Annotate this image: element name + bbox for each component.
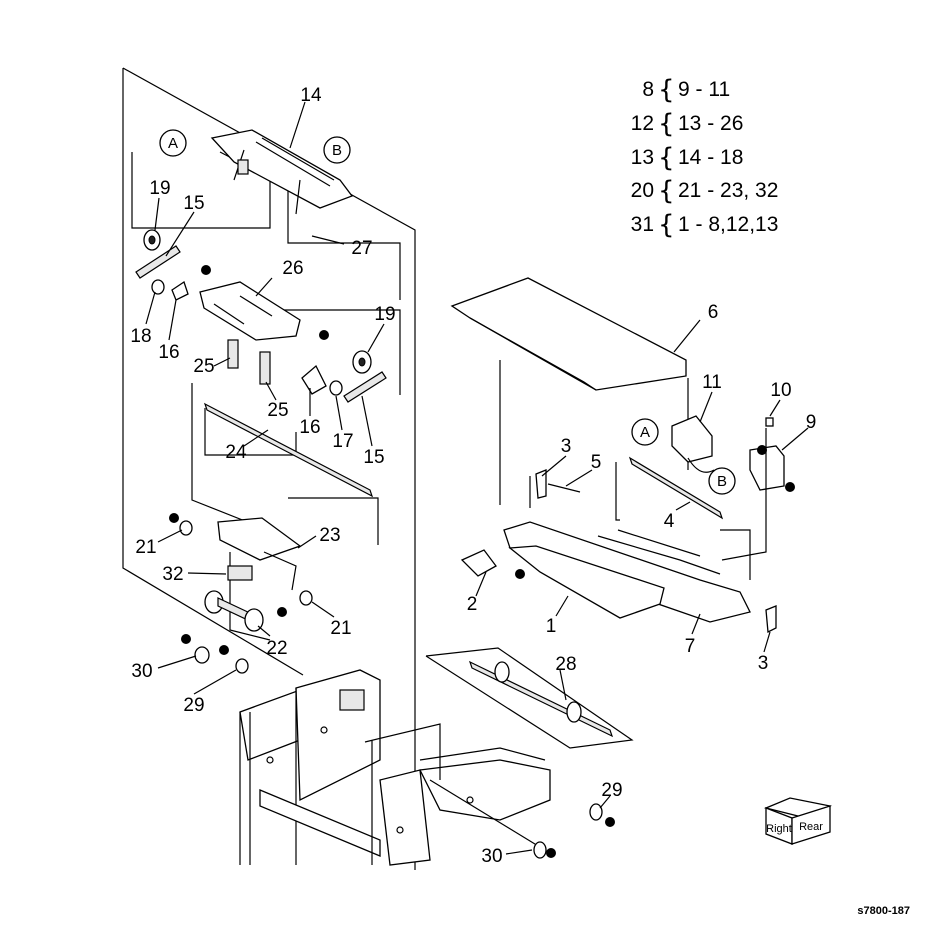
callout-26: 26: [282, 258, 303, 279]
callout-21: 21: [135, 537, 156, 558]
rod-box-right: [288, 497, 379, 545]
callout-23: 23: [319, 525, 340, 546]
center-frame-outline: [122, 67, 416, 870]
connector-b-left: [323, 136, 351, 164]
legend-brace-4: {: [658, 176, 675, 206]
callout-7: 7: [685, 636, 696, 657]
dot: [757, 445, 767, 455]
connector-markers: A B A B: [159, 129, 736, 495]
lower-right-shaft: [429, 779, 603, 859]
left-frame-outline: [122, 68, 304, 676]
left-gear-parts: [135, 229, 189, 301]
legend-children-5: 1 - 8,12,13: [678, 213, 778, 236]
part-14-bracket: [210, 129, 354, 215]
part-11-sensor: [671, 415, 785, 561]
dot: [201, 265, 211, 275]
legend-children-3: 14 - 18: [678, 146, 743, 169]
connector-a-right-label: A: [640, 424, 650, 441]
callout-27: 27: [351, 238, 372, 259]
dot: [605, 817, 615, 827]
connector-a-right: [631, 418, 659, 446]
callout-29: 29: [183, 695, 204, 716]
callout-18: 18: [130, 326, 151, 347]
orientation-cube: Right Rear: [763, 797, 832, 845]
callout-9: 9: [806, 412, 817, 433]
rod-box-inner: [204, 408, 297, 456]
callouts: 14 19 15 26 27 18 16 25 19 25 16 17 15 2…: [130, 85, 816, 867]
dot: [169, 513, 179, 523]
left-assembly-outlines: [122, 67, 416, 870]
figure-id: s7800-187: [857, 905, 910, 917]
callout-25: 25: [193, 356, 214, 377]
mid-right-box: [255, 309, 401, 395]
callout-2: 2: [467, 594, 478, 615]
callout-21: 21: [330, 618, 351, 639]
legend-brace-3: {: [658, 143, 675, 173]
callout-22: 22: [266, 638, 287, 659]
right-guide-parts: [460, 456, 777, 634]
fastener-dots: [169, 265, 795, 858]
callout-3: 3: [758, 653, 769, 674]
callout-25: 25: [267, 400, 288, 421]
callout-16: 16: [158, 342, 179, 363]
callout-30: 30: [131, 661, 152, 682]
callout-14: 14: [300, 85, 322, 106]
leader-lines: [145, 101, 809, 855]
callout-29: 29: [601, 780, 622, 801]
rod-box-left: [191, 383, 256, 526]
upper-right-box: [287, 176, 401, 300]
callout-4: 4: [664, 511, 675, 532]
connector-a-left-label: A: [168, 135, 178, 152]
legend-parent-4: 20: [631, 179, 654, 202]
callout-30: 30: [481, 846, 502, 867]
legend-children-2: 13 - 26: [678, 112, 743, 135]
part-24-rod: [203, 402, 374, 498]
part-26-bracket: [199, 281, 301, 385]
callout-3: 3: [561, 436, 572, 457]
dot: [319, 330, 329, 340]
legend-children-4: 21 - 23, 32: [678, 179, 778, 202]
callout-32: 32: [162, 564, 183, 585]
callout-15: 15: [363, 447, 384, 468]
legend-parent-2: 12: [631, 112, 654, 135]
legend-brace-1: {: [658, 75, 675, 105]
legend-parent-1: 8: [642, 78, 654, 101]
dot: [219, 645, 229, 655]
callout-5: 5: [591, 452, 602, 473]
part-28-shaft: [425, 647, 634, 749]
callout-24: 24: [225, 442, 247, 463]
dot: [277, 607, 287, 617]
callout-10: 10: [770, 380, 791, 401]
dot: [515, 569, 525, 579]
orientation-rear-label: Rear: [799, 821, 823, 833]
callout-6: 6: [708, 302, 719, 323]
chassis-frames: [239, 669, 551, 866]
dot: [546, 848, 556, 858]
connector-a-left: [159, 129, 187, 157]
orientation-right-label: Right: [766, 823, 792, 835]
legend: 8 { 9 - 11 12 { 13 - 26 13 { 14 - 18 20 …: [631, 75, 779, 240]
dot: [785, 482, 795, 492]
callout-19: 19: [374, 304, 395, 325]
connector-b-right-label: B: [717, 473, 727, 490]
legend-parent-3: 13: [631, 146, 654, 169]
part-20-assembly: [179, 517, 313, 632]
callout-19: 19: [149, 178, 170, 199]
callout-15: 15: [183, 193, 204, 214]
legend-parent-5: 31: [631, 213, 654, 236]
connector-b-left-label: B: [332, 142, 342, 159]
callout-11: 11: [702, 372, 722, 393]
legend-children-1: 9 - 11: [678, 78, 730, 101]
callout-1: 1: [546, 616, 557, 637]
connector-b-right: [708, 467, 736, 495]
callout-28: 28: [555, 654, 576, 675]
dot: [181, 634, 191, 644]
right-gear-parts: [301, 350, 387, 403]
washers-30-29-left: [194, 646, 249, 674]
legend-brace-2: {: [658, 109, 675, 139]
callout-17: 17: [332, 431, 353, 452]
callout-16: 16: [299, 417, 320, 438]
legend-brace-5: {: [658, 210, 675, 240]
